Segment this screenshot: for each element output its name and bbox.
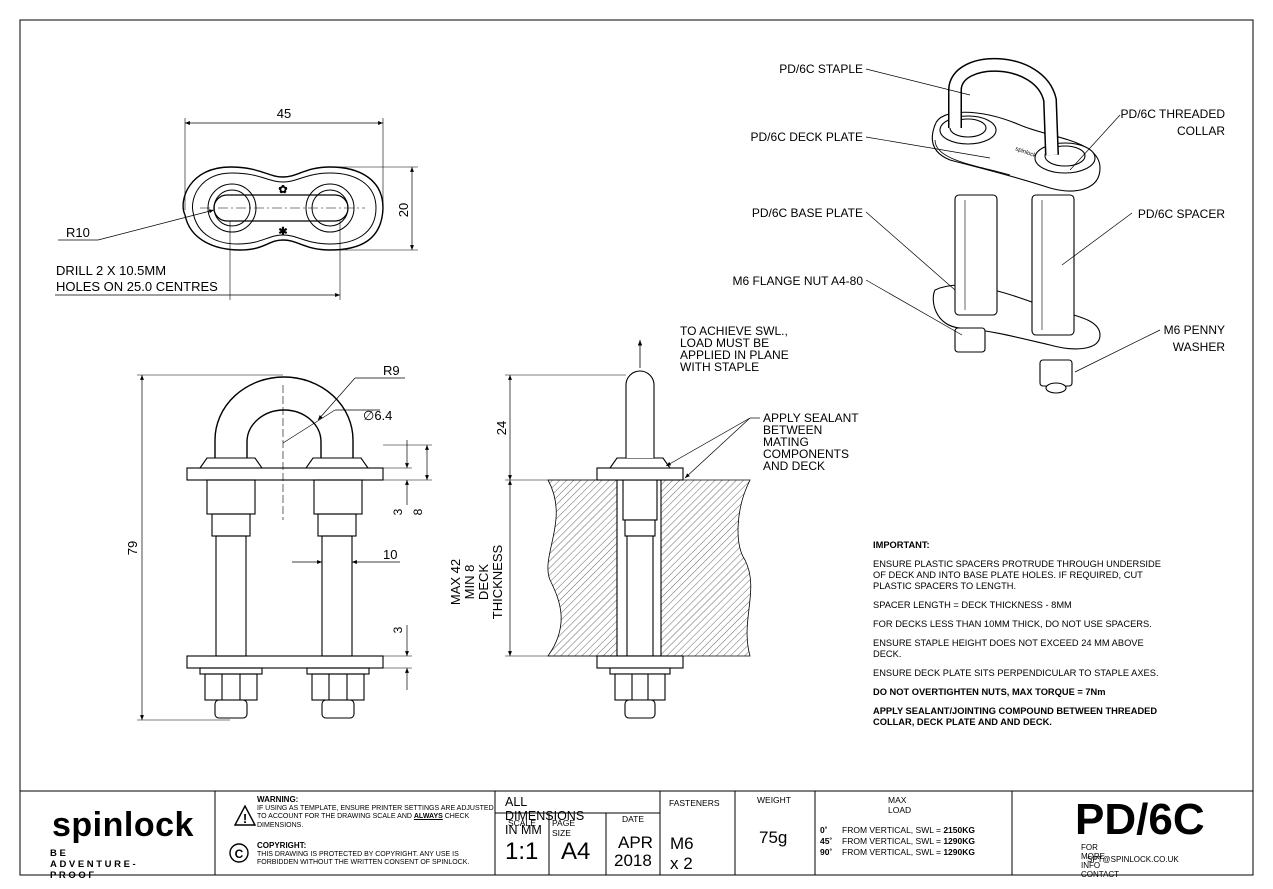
dim-spacer-10: 10 <box>383 547 397 562</box>
brand-tagline: BE ADVENTURE-PROOF <box>50 848 139 881</box>
dim-24: 24 <box>494 421 509 435</box>
label-washer-line2: WASHER <box>1173 340 1226 354</box>
warning-icon: ! <box>243 811 247 826</box>
note-item: SPACER LENGTH = DECK THICKNESS - 8MM <box>873 600 1072 610</box>
sealant-note-line3: MATING <box>763 435 809 449</box>
page-size-value: A4 <box>561 838 591 865</box>
load-table: 0˚FROM VERTICAL, SWL = 2150KG 45˚FROM VE… <box>820 825 1010 858</box>
sealant-note-line4: COMPONENTS <box>763 447 849 461</box>
label-collar-line2: COLLAR <box>1177 124 1225 138</box>
contact-line1: FOR MORE INFO CONTACT <box>1081 843 1120 879</box>
load-row: 0˚FROM VERTICAL, SWL = 2150KG <box>820 825 975 835</box>
label-base-plate: PD/6C BASE PLATE <box>752 206 863 220</box>
note-item-bold: APPLY SEALANT/JOINTING COMPOUND BETWEEN … <box>873 706 1158 727</box>
dim-length-45: 45 <box>277 106 291 121</box>
scale-value: 1:1 <box>505 838 539 865</box>
units-label: ALL DIMENSIONS IN MM <box>505 795 585 837</box>
title-block-frame <box>20 790 1253 875</box>
sealant-note-line5: AND DECK <box>763 459 825 473</box>
warning-text: IF USING AS TEMPLATE, ENSURE PRINTER SET… <box>257 804 494 829</box>
swl-note-line2: LOAD MUST BE <box>680 336 769 350</box>
deck-thickness-label: MAX 42 MIN 8 DECK THICKNESS <box>448 544 505 619</box>
load-row: 90˚FROM VERTICAL, SWL = 1290KG <box>820 847 975 857</box>
deck-thickness-line4: THICKNESS <box>490 544 505 619</box>
dim-3-bottom: 3 <box>391 626 405 633</box>
contact-email: SPT@SPINLOCK.CO.UK <box>1087 855 1179 864</box>
date-month: APR <box>618 833 653 852</box>
section-view <box>505 340 760 719</box>
fasteners-label: FASTENERS <box>669 798 720 808</box>
swl-note-line1: TO ACHIEVE SWL., <box>680 324 788 338</box>
sealant-note-line2: BETWEEN <box>763 423 822 437</box>
brand-logo: spinlock <box>52 806 194 844</box>
radius-r9: R9 <box>383 363 400 378</box>
deck-thickness-line1: MAX 42 <box>448 559 463 605</box>
label-spacer: PD/6C SPACER <box>1138 207 1225 221</box>
fasteners-value: M6 x 2 <box>670 834 694 873</box>
svg-text:✱: ✱ <box>278 226 287 238</box>
swl-note-line4: WITH STAPLE <box>680 360 759 374</box>
label-flange-nut: M6 FLANGE NUT A4-80 <box>733 274 864 288</box>
swl-note: TO ACHIEVE SWL., LOAD MUST BE APPLIED IN… <box>680 324 789 374</box>
diameter-6-4: ∅6.4 <box>363 408 392 423</box>
front-view <box>137 374 432 721</box>
copyright-title: COPYRIGHT: <box>257 841 307 850</box>
load-row: 45˚FROM VERTICAL, SWL = 1290KG <box>820 836 975 846</box>
radius-r10: R10 <box>66 225 90 240</box>
note-item-bold: DO NOT OVERTIGHTEN NUTS, MAX TORQUE = 7N… <box>873 687 1106 697</box>
svg-text:✿: ✿ <box>278 184 287 196</box>
dim-height-79: 79 <box>125 541 140 555</box>
label-staple: PD/6C STAPLE <box>779 62 863 76</box>
swl-note-line3: APPLIED IN PLANE <box>680 348 789 362</box>
note-item: ENSURE STAPLE HEIGHT DOES NOT EXCEED 24 … <box>873 638 1144 659</box>
drill-note-line2: HOLES ON 25.0 CENTRES <box>56 279 218 294</box>
copyright-block: COPYRIGHT: THIS DRAWING IS PROTECTED BY … <box>257 841 493 868</box>
deck-thickness-line2: MIN 8 <box>462 565 477 600</box>
note-item: ENSURE DECK PLATE SITS PERPENDICULAR TO … <box>873 668 1159 678</box>
sheet-border <box>19 19 1254 876</box>
sealant-note: APPLY SEALANT BETWEEN MATING COMPONENTS … <box>763 411 859 473</box>
page-size-label: PAGE SIZE <box>552 818 575 838</box>
note-item: FOR DECKS LESS THAN 10MM THICK, DO NOT U… <box>873 619 1152 629</box>
part-number: PD/6C <box>1075 795 1205 844</box>
top-view: ✿ ✱ <box>55 118 418 300</box>
weight-value: 75g <box>759 828 788 847</box>
note-item: ENSURE PLASTIC SPACERS PROTRUDE THROUGH … <box>873 559 1161 591</box>
label-deck-plate: PD/6C DECK PLATE <box>751 130 863 144</box>
isometric-view: spinlock <box>865 57 1161 394</box>
max-load-label: MAX LOAD <box>888 795 912 815</box>
label-collar-line1: PD/6C THREADED <box>1121 107 1226 121</box>
date-label: DATE <box>622 814 645 824</box>
important-notes: IMPORTANT: ENSURE PLASTIC SPACERS PROTRU… <box>873 540 1173 736</box>
sealant-note-line1: APPLY SEALANT <box>763 411 859 425</box>
dim-3-top: 3 <box>391 508 405 515</box>
drill-note-line1: DRILL 2 X 10.5MM <box>56 263 166 278</box>
dim-8: 8 <box>411 508 425 515</box>
weight-label: WEIGHT <box>757 795 791 805</box>
scale-label: SCALE <box>508 818 536 828</box>
copyright-text: THIS DRAWING IS PROTECTED BY COPYRIGHT. … <box>257 850 470 867</box>
date-year: 2018 <box>614 851 652 870</box>
warning-block: WARNING: IF USING AS TEMPLATE, ENSURE PR… <box>257 795 495 830</box>
dim-width-20: 20 <box>396 203 411 217</box>
label-washer-line1: M6 PENNY <box>1164 323 1225 337</box>
notes-heading: IMPORTANT: <box>873 540 930 550</box>
deck-thickness-line3: DECK <box>476 564 491 600</box>
warning-title: WARNING: <box>257 795 299 804</box>
copyright-icon: C <box>235 847 244 861</box>
